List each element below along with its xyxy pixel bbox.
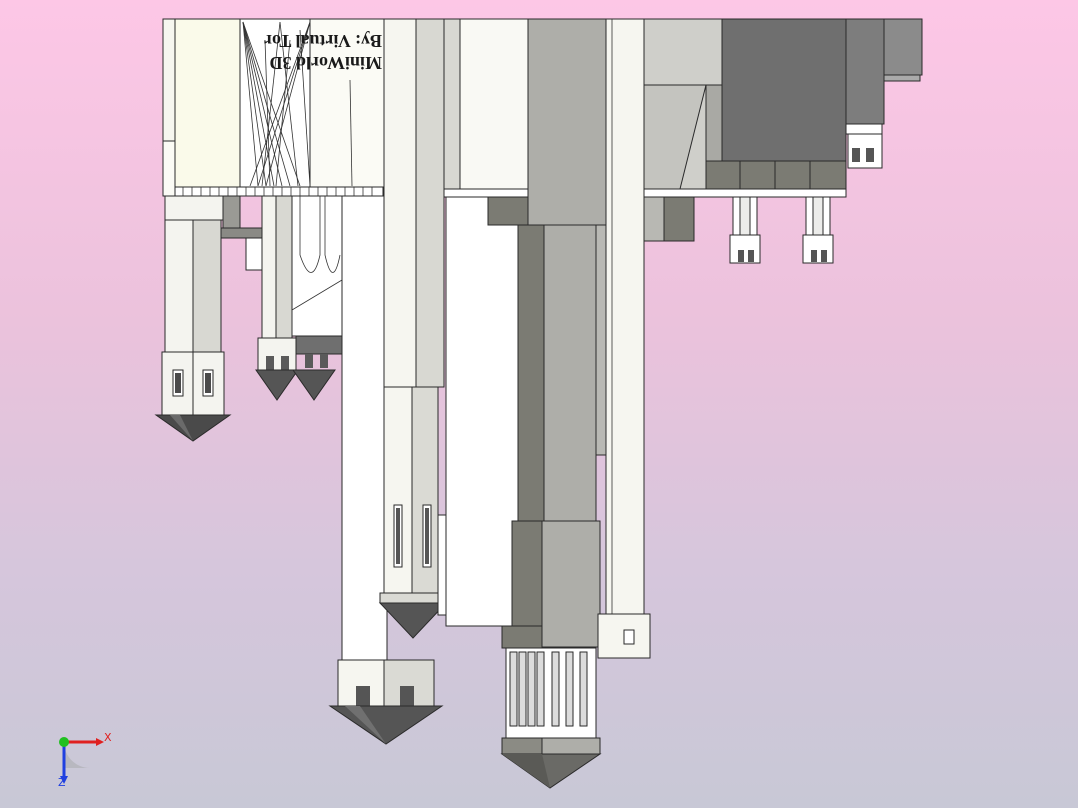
- z-axis-label: Z: [58, 776, 66, 789]
- right-block: [643, 18, 923, 264]
- engraving-line-2: By: Virtual Tor: [263, 31, 382, 51]
- central-rocket: [500, 224, 651, 789]
- model-engraving: MiniWorld 3D By: Virtual Tor: [242, 30, 382, 74]
- axis-triad: X Z: [52, 728, 122, 790]
- upper-block: [162, 18, 386, 197]
- x-axis-label: X: [104, 731, 112, 744]
- twin-thrusters: [255, 195, 343, 401]
- engraving-line-1: MiniWorld 3D: [269, 53, 382, 73]
- left-thruster: [154, 195, 264, 442]
- upper-middle-columns: [443, 18, 645, 616]
- axis-triad-icon: [59, 737, 104, 784]
